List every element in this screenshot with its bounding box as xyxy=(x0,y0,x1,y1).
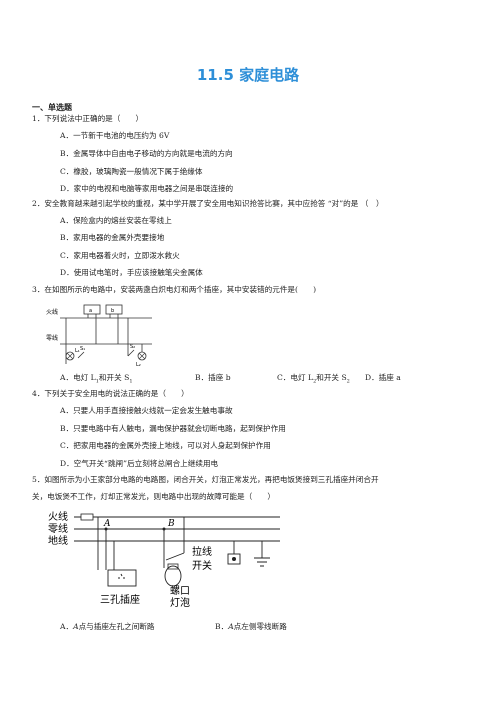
question-5-option-a: A．A 点与插座左孔之间断路 xyxy=(60,622,155,631)
svg-text:S₂: S₂ xyxy=(130,344,135,350)
q5-fig-zero-label: 零线 xyxy=(48,522,68,535)
question-2-option-b: B．家用电器的金属外壳要接地 xyxy=(60,233,165,242)
svg-text:A: A xyxy=(103,519,111,529)
question-4-option-a: A．只要人用手直接接触火线就一定会发生触电事故 xyxy=(60,406,233,415)
q5-switch-label-1: 拉线 xyxy=(192,545,212,558)
svg-text:L₁: L₁ xyxy=(75,348,80,354)
q5-meter xyxy=(227,553,241,565)
svg-text:a: a xyxy=(89,308,92,314)
question-4-option-b: B．只要电路中有人触电，漏电保护器就会切断电路，起到保护作用 xyxy=(60,424,286,433)
q3-fig-zero-label: 零线 xyxy=(46,334,58,342)
question-5-stem-line1: 5．如图所示为小王家部分电路的电路图，闭合开关，灯泡正常发光，再把电饭煲接到三孔… xyxy=(32,475,379,484)
question-2-option-a: A．保险盒内的熔丝安装在零线上 xyxy=(60,216,172,225)
q5-switch-label-2: 开关 xyxy=(192,559,212,572)
q5-fig-fire-label: 火线 xyxy=(48,510,68,523)
q3-switch-s2 xyxy=(127,349,135,357)
q5-socket-label: 三孔插座 xyxy=(100,593,140,606)
question-2-stem: 2．安全教育越来越引起学校的重视，某中学开展了安全用电知识抢答比赛，其中应抢答 … xyxy=(32,199,384,208)
question-1-option-c: C．橡胶，玻璃陶瓷一般情况下属于绝缘体 xyxy=(60,167,203,176)
q5-bulb xyxy=(164,565,182,587)
question-1-stem: 1．下列说法中正确的是（ ） xyxy=(32,114,144,123)
svg-text:L₂: L₂ xyxy=(136,362,141,368)
question-1-option-b: B．金属导体中自由电子移动的方向就是电流的方向 xyxy=(60,149,233,158)
q3-socket-a xyxy=(83,304,101,315)
q5-bulb-label-2: 灯泡 xyxy=(170,596,190,609)
question-1-option-d: D．家中的电视和电脑等家用电器之间是串联连接的 xyxy=(60,184,234,193)
svg-text:B: B xyxy=(167,519,175,529)
svg-text:b: b xyxy=(111,308,114,314)
question-3-option-c: C．电灯 L2 和开关 S2 xyxy=(277,373,350,385)
q5-three-pin-socket xyxy=(107,569,137,587)
question-3-option-a: A．电灯 L1 和开关 S1 xyxy=(60,373,133,385)
svg-text:S₁: S₁ xyxy=(80,346,85,352)
figure-q5-circuit: 火线 零线 地线 A B 三孔插座 螺口 灯泡 拉线 开关 xyxy=(48,510,280,609)
question-5-options: A．A 点与插座左孔之间断路 B．A 点左侧零线断路 xyxy=(60,621,287,632)
q3-socket-b xyxy=(105,304,123,315)
question-2-option-d: D．使用试电笔时，手应该接触笔尖金属体 xyxy=(60,268,203,277)
question-4-option-c: C．把家用电器的金属外壳接上地线，可以对人身起到保护作用 xyxy=(60,441,271,450)
question-3-option-d: D．插座 a xyxy=(365,373,401,382)
q3-switch-s1 xyxy=(77,351,85,359)
section-heading: 一、单选题 xyxy=(32,103,72,112)
question-2-option-c: C．家用电器着火时，立即泼水救火 xyxy=(60,251,180,260)
question-4-stem: 4．下列关于安全用电的说法正确的是（ ） xyxy=(32,389,189,398)
question-1-option-a: A．一节新干电池的电压约为 6V xyxy=(60,131,170,140)
figure-q3-circuit: 火线 零线 a b L₁ S₁ S₂ L₂ xyxy=(44,300,156,368)
q5-fuse xyxy=(80,513,94,521)
page-title: 11.5 家庭电路 xyxy=(196,66,300,84)
question-5-stem-line2: 关，电饭煲不工作，灯却正常发光，则电路中出现的故障可能是（ ） xyxy=(32,492,275,501)
question-3-option-b: B．插座 b xyxy=(195,373,231,382)
q5-bulb-label-1: 螺口 xyxy=(170,585,190,597)
q5-fig-ground-label: 地线 xyxy=(48,534,68,547)
q3-lamp-l1 xyxy=(65,351,75,361)
question-4-option-d: D．空气开关“跳闸”后立刻将总闸合上继续用电 xyxy=(60,459,219,468)
q3-fig-fire-label: 火线 xyxy=(46,308,58,316)
question-3-options: A．电灯 L1 和开关 S1 B．插座 b C．电灯 L2 和开关 S2 D．插座 a xyxy=(60,372,401,385)
question-5-option-b: B．A 点左侧零线断路 xyxy=(215,622,287,631)
question-3-stem: 3．在如图所示的电路中，安装两盏白炽电灯和两个插座，其中安装错的元件是( ) xyxy=(32,285,317,294)
